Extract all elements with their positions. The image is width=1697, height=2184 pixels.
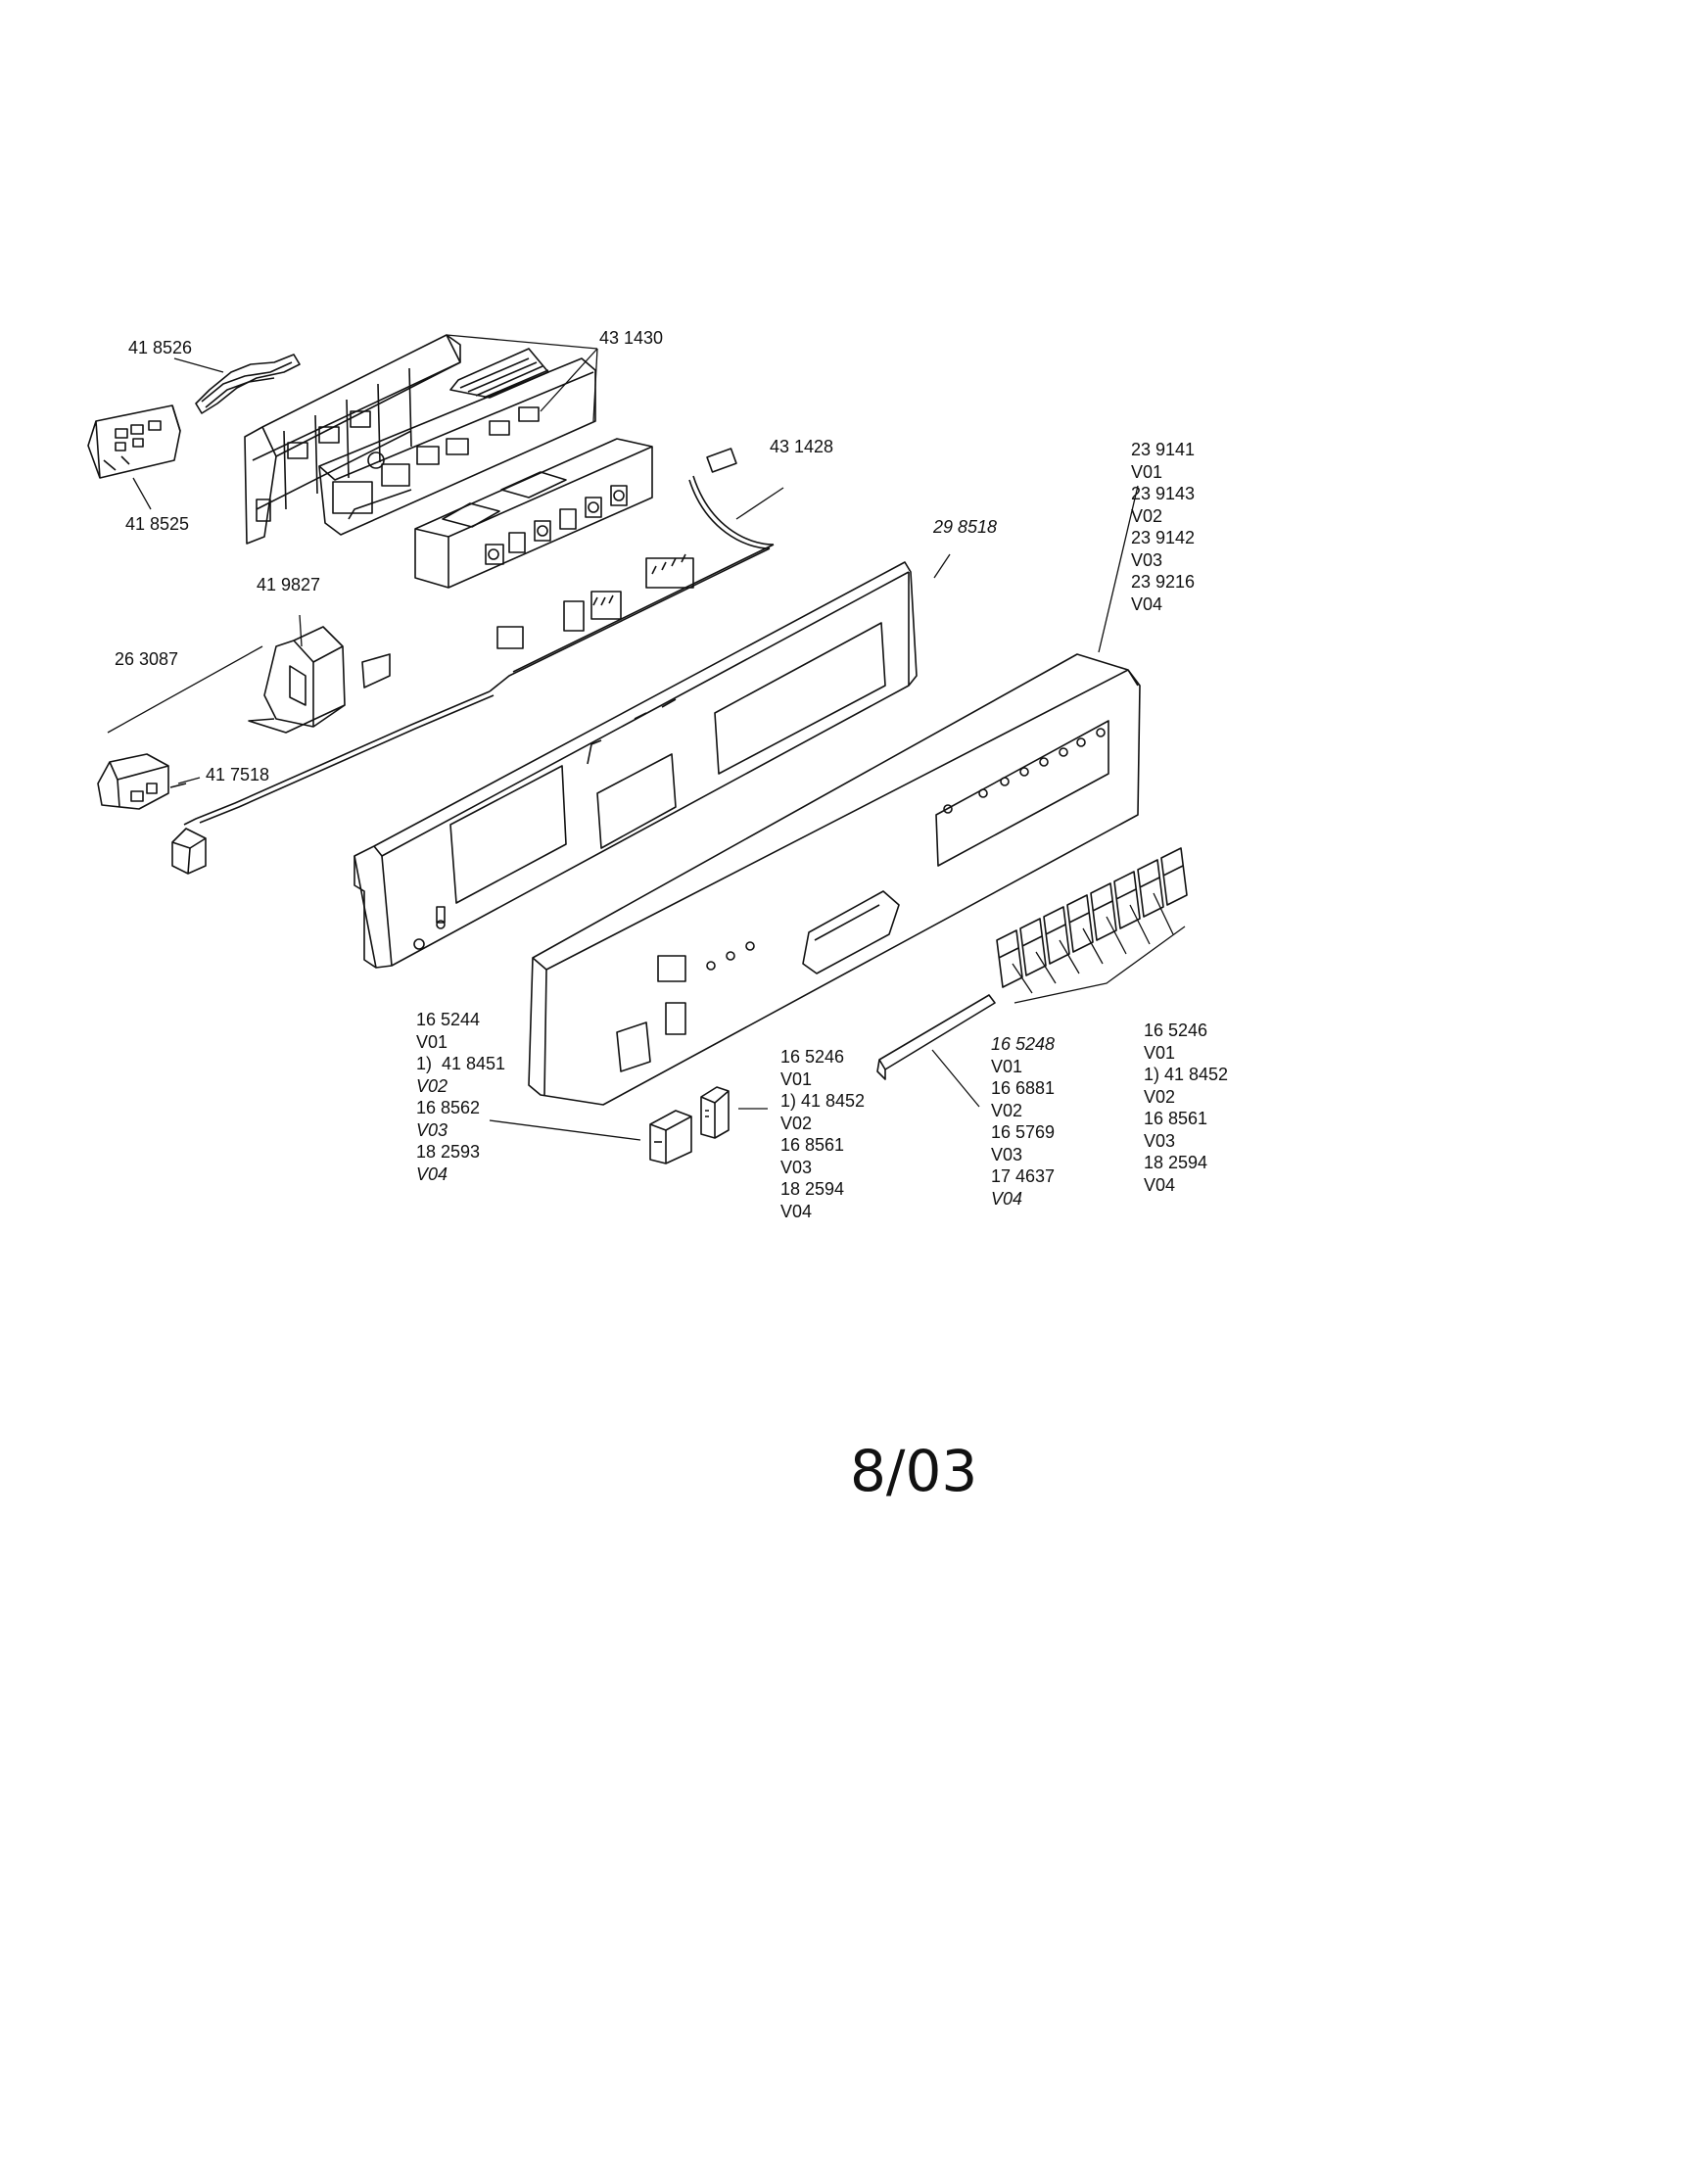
fascia-variant-list: 23 9141 V01 23 9143 V02 23 9142 V03 23 9… [1131,439,1195,615]
part-label-419827: 41 9827 [257,575,321,594]
button-mid-variant-list: 16 5246 V01 1) 41 8452 V02 16 8561 V03 1… [780,1046,865,1222]
variant-line: 16 5769 [991,1122,1056,1142]
variant-line: 16 8561 [1144,1109,1208,1128]
control-board-431430 [319,349,595,535]
ribbon-cable-418526 [196,355,300,413]
harness-plug [172,829,206,874]
variant-line: 16 5246 [780,1047,845,1067]
variant-line: 23 9143 [1131,484,1196,503]
variant-line: V02 [780,1113,813,1133]
part-label-418526: 41 8526 [128,338,193,357]
variant-line: 17 4637 [991,1166,1056,1186]
variant-line: 23 9216 [1131,572,1196,592]
variant-line: V03 [416,1119,448,1140]
variant-line: V01 [780,1068,813,1089]
variant-line: V04 [416,1163,448,1184]
variant-line: 18 2594 [1144,1153,1208,1172]
button-left-variant-list: 16 5244 V01 1) 41 8451 V02 16 8562 V03 1… [416,1009,505,1185]
variant-line: V03 [1131,549,1163,570]
variant-line: V02 [991,1100,1023,1120]
strip-variant-list: 16 5248 V01 16 6881 V02 16 5769 V03 17 4… [991,1033,1055,1210]
variant-line: 23 9141 [1131,440,1196,459]
variant-line: 16 5246 [1144,1021,1208,1040]
variant-line: 1) 41 8452 [780,1091,866,1111]
variant-line: 18 2594 [780,1179,845,1199]
switch-417518 [98,754,186,809]
variant-line: V02 [1131,505,1163,526]
part-label-417518: 41 7518 [206,765,270,784]
variant-line: V02 [416,1075,448,1096]
variant-line: V03 [1144,1130,1176,1151]
variant-line: 16 5244 [416,1010,481,1029]
part-label-431430: 43 1430 [599,328,664,348]
variant-line: V04 [780,1201,813,1221]
variant-line: 16 8561 [780,1135,845,1155]
variant-line: V02 [1144,1086,1176,1107]
button-row [997,848,1187,987]
variant-line: 1) 41 8452 [1144,1065,1229,1084]
button-row-variant-list: 16 5246 V01 1) 41 8452 V02 16 8561 V03 1… [1144,1020,1228,1196]
variant-line: 16 5248 [991,1034,1056,1054]
variant-line: V01 [416,1031,448,1052]
trim-strip [877,995,995,1079]
push-button-mid [701,1087,729,1138]
variant-line: 1) 41 8451 [416,1054,506,1073]
variant-line: V04 [1144,1174,1176,1195]
variant-line: V01 [991,1056,1023,1076]
variant-line: 18 2593 [416,1142,481,1162]
variant-line: 16 8562 [416,1098,481,1117]
rear-frame [245,335,460,544]
variant-line: V01 [1144,1042,1176,1063]
variant-line: 16 6881 [991,1078,1056,1098]
cable-harness-431428 [184,449,774,825]
variant-line: V03 [780,1157,813,1177]
part-label-431428: 43 1428 [770,437,834,456]
electronic-module [415,439,652,588]
variant-line: V01 [1131,461,1163,482]
leader-lines [108,335,1185,1140]
variant-line: V04 [991,1188,1023,1209]
display-module-418525 [88,405,180,478]
door-latch-419827 [249,627,390,733]
push-button-left [650,1111,691,1163]
part-label-418525: 41 8525 [125,514,190,534]
part-label-263087: 26 3087 [115,649,179,669]
variant-line: V03 [991,1144,1023,1164]
variant-line: V04 [1131,593,1163,614]
part-label-298518: 29 8518 [933,517,998,537]
inner-panel-298518 [354,562,917,968]
variant-line: 23 9142 [1131,528,1196,547]
page-number: 8/03 [850,1438,978,1504]
fascia-239141 [529,654,1140,1105]
